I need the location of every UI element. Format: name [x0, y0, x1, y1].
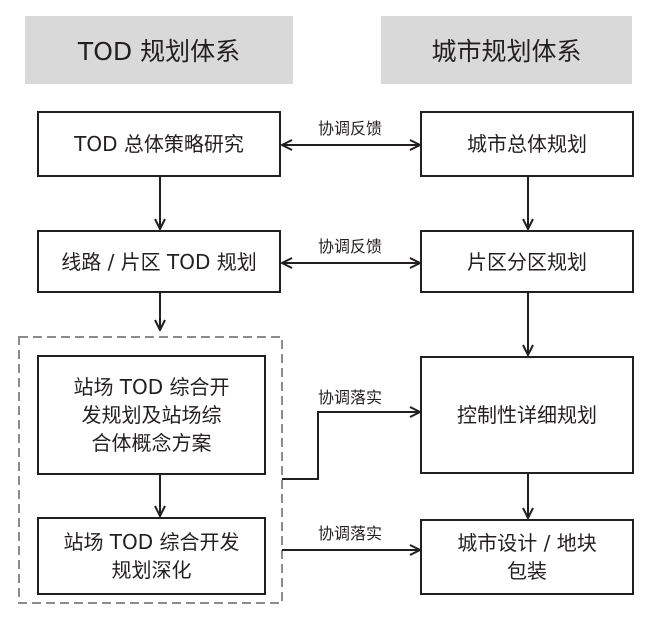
- header-urban-planning: 城市规划体系: [381, 16, 632, 84]
- box-station-concept: 站场 TOD 综合开 发规划及站场综 合体概念方案: [37, 355, 266, 475]
- arrow-implement-1: [282, 412, 420, 480]
- label-feedback-1: 协调反馈: [317, 119, 382, 138]
- header-tod-planning: TOD 规划体系: [25, 16, 293, 84]
- box-regulatory-plan: 控制性详细规划: [420, 356, 634, 474]
- box-master-plan: 城市总体规划: [420, 111, 634, 177]
- box-line-district-tod: 线路 / 片区 TOD 规划: [37, 230, 281, 293]
- label-implement-1: 协调落实: [317, 388, 382, 407]
- dashed-station-group: [18, 336, 283, 604]
- box-tod-strategy: TOD 总体策略研究: [37, 111, 281, 177]
- box-station-deepening: 站场 TOD 综合开发 规划深化: [37, 517, 266, 595]
- label-feedback-2: 协调反馈: [317, 237, 382, 256]
- box-urban-design: 城市设计 / 地块 包装: [420, 519, 634, 595]
- label-implement-2: 协调落实: [317, 524, 382, 543]
- box-zoning-plan: 片区分区规划: [420, 230, 634, 293]
